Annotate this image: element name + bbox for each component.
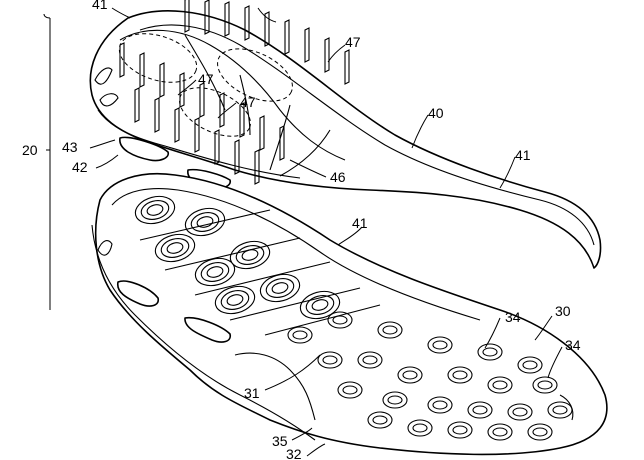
pin-47 <box>119 42 125 78</box>
cup-small <box>487 376 513 394</box>
pin-47 <box>304 27 310 63</box>
cup-small <box>357 351 383 369</box>
cup-large <box>299 290 341 320</box>
cup-small <box>447 421 473 439</box>
cup-small <box>382 391 408 409</box>
label-40: 40 <box>428 105 444 121</box>
pin-47 <box>264 11 270 47</box>
label-35: 35 <box>272 433 288 449</box>
pin-47 <box>344 49 350 85</box>
cup-small <box>407 419 433 437</box>
pin-47 <box>234 139 240 175</box>
cup-pods <box>134 195 573 441</box>
label-43: 43 <box>62 139 78 155</box>
cup-small <box>477 343 503 361</box>
pin-47 <box>244 5 250 41</box>
leader-lines <box>43 7 563 457</box>
label-41-top: 41 <box>92 0 108 12</box>
pin-47 <box>139 52 145 88</box>
label-42: 42 <box>72 159 88 175</box>
label-30: 30 <box>555 303 571 319</box>
reference-numerals: 41 47 47 47 40 41 20 43 42 46 41 34 30 3… <box>22 0 581 460</box>
pin-47 <box>204 0 210 35</box>
cup-small <box>327 311 353 329</box>
cup-small <box>287 326 313 344</box>
pin-47 <box>179 72 185 108</box>
pin-47 <box>184 0 190 33</box>
cup-large <box>259 273 301 303</box>
pin-47 <box>154 97 160 133</box>
cup-small <box>467 401 493 419</box>
pin-47 <box>174 107 180 143</box>
cup-small <box>427 396 453 414</box>
cup-small <box>547 401 573 419</box>
cup-small <box>517 356 543 374</box>
label-41-right: 41 <box>515 147 531 163</box>
pin-47 <box>284 19 290 55</box>
cup-small <box>532 376 558 394</box>
label-31: 31 <box>244 385 260 401</box>
pin-47 <box>199 82 205 118</box>
label-47-lower: 47 <box>240 94 256 110</box>
cup-small <box>337 381 363 399</box>
pin-47 <box>324 37 330 73</box>
label-34-b: 34 <box>565 337 581 353</box>
label-34-a: 34 <box>505 309 521 325</box>
cup-small <box>367 411 393 429</box>
label-46: 46 <box>330 169 346 185</box>
pin-47 <box>279 125 285 161</box>
label-41-mid: 41 <box>352 215 368 231</box>
pin-47 <box>214 129 220 165</box>
label-47-top: 47 <box>345 34 361 50</box>
cup-small <box>487 423 513 441</box>
pin-47 <box>259 115 265 151</box>
pin-47 <box>194 117 200 153</box>
cup-large <box>154 233 196 263</box>
cup-small <box>397 366 423 384</box>
label-20: 20 <box>22 142 38 158</box>
outsole-component <box>91 172 608 456</box>
label-47-mid: 47 <box>198 71 214 87</box>
cup-small <box>527 423 553 441</box>
cup-small <box>507 403 533 421</box>
pin-47 <box>159 62 165 98</box>
cup-large <box>194 257 236 287</box>
pin-47 <box>134 87 140 123</box>
cup-small <box>427 336 453 354</box>
pin-47 <box>239 102 245 138</box>
pin-47 <box>224 1 230 37</box>
pin-47 <box>254 149 260 185</box>
cup-small <box>317 351 343 369</box>
label-32: 32 <box>286 446 302 460</box>
cup-large <box>214 285 256 315</box>
cup-small <box>377 321 403 339</box>
cup-large <box>229 240 271 270</box>
cup-large <box>134 195 176 225</box>
cup-large <box>184 207 226 237</box>
cup-small <box>447 366 473 384</box>
